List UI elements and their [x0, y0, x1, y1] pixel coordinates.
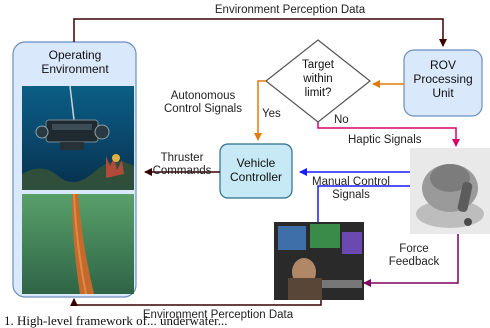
rov-underwater-photo [22, 86, 134, 190]
rov-illustration [22, 86, 134, 190]
rov-processing-unit-box [403, 49, 483, 117]
thruster-commands-label: Thruster Commands [152, 152, 212, 177]
haptic-signals-label: Haptic Signals [348, 134, 422, 146]
manual-control-arrow [317, 185, 412, 222]
manual-control-label: Manual Control Signals [312, 176, 390, 201]
vehicle-controller-box [219, 143, 293, 199]
operator-station-illustration [278, 224, 362, 300]
top-perception-label: Environment Perception Data [214, 4, 366, 16]
yes-label: Yes [262, 108, 281, 120]
operator-station-photo [274, 222, 364, 300]
operating-environment-label: Operating Environment [41, 48, 109, 76]
pipeline-underwater-photo [22, 194, 134, 294]
force-feedback-arrow [363, 232, 459, 287]
bottom-perception-label: Environment Perception Data [142, 309, 294, 321]
top-perception-arrow [73, 18, 447, 47]
autonomous-control-label: Autonomous Control Signals [164, 90, 242, 115]
rov-processing-unit-label: ROV Processing Unit [413, 58, 473, 100]
force-feedback-label: Force Feedback [388, 243, 440, 268]
haptic-device-illustration [416, 164, 484, 228]
yes-arrow [254, 80, 266, 141]
vehicle-controller-label: Vehicle Controller [229, 156, 283, 184]
no-arrow [317, 122, 460, 147]
decision-label: Target within limit? [302, 59, 334, 99]
pipeline-illustration [72, 194, 94, 294]
haptic-device-photo [410, 148, 490, 234]
figure-caption: 1. High-level framework of... underwater… [4, 314, 228, 328]
no-label: No [334, 114, 349, 126]
